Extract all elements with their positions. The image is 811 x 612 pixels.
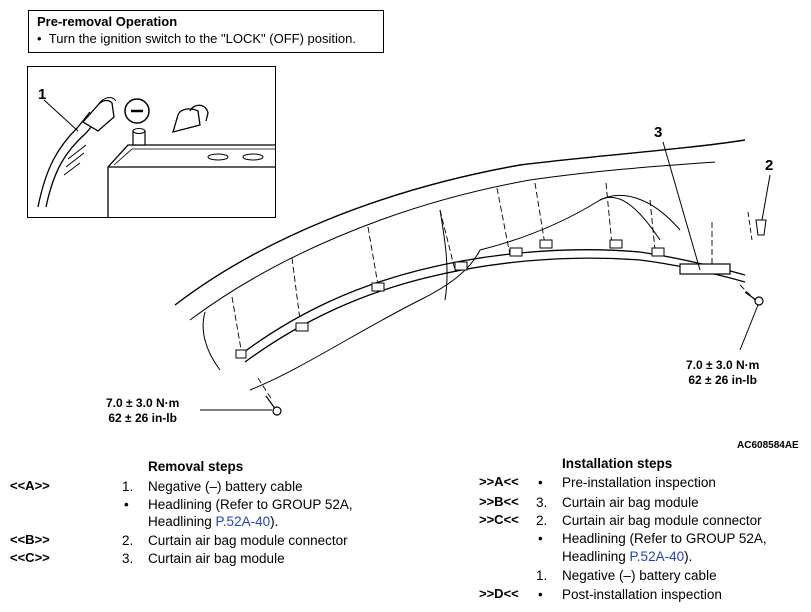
figure-code: AC608584AE [737, 440, 799, 451]
install-step-text: Curtain air bag module [562, 495, 699, 510]
curtain-airbag-illustration [174, 139, 771, 416]
removal-code-c: <<C>> [10, 550, 50, 565]
install-step-text: Negative (–) battery cable [562, 568, 717, 583]
bullet: • [37, 31, 42, 46]
battery-inset [27, 66, 276, 218]
removal-code-b: <<B>> [10, 532, 50, 547]
install-code-a: >>A<< [479, 474, 519, 489]
torque-inlb: 62 ± 26 in-lb [688, 373, 757, 387]
pre-removal-box: Pre-removal Operation • Turn the ignitio… [28, 10, 384, 53]
closing-text: ). [270, 514, 279, 529]
pre-removal-instruction: • Turn the ignition switch to the "LOCK"… [37, 30, 375, 47]
removal-step-text: Headlining (Refer to GROUP 52A, [148, 497, 353, 512]
torque-inlb: 62 ± 26 in-lb [108, 411, 177, 425]
install-bullet: • [538, 531, 543, 546]
install-bullet: • [538, 587, 543, 602]
install-code-c: >>C<< [479, 512, 519, 527]
pre-removal-title: Pre-removal Operation [37, 14, 178, 29]
closing-text: ). [684, 549, 693, 564]
battery-illustration [37, 97, 275, 217]
reference-link[interactable]: P.52A-40 [629, 549, 685, 564]
install-num: 3. [536, 495, 548, 510]
pre-removal-text: Turn the ignition switch to the "LOCK" (… [48, 31, 356, 46]
removal-step-text: Curtain air bag module [148, 551, 285, 566]
install-step-text: Curtain air bag module connector [562, 513, 762, 528]
removal-num: 3. [122, 551, 134, 566]
torque-nm: 7.0 ± 3.0 N·m [686, 358, 760, 372]
install-bullet: • [538, 475, 543, 490]
headlining-text: Headlining [562, 549, 630, 564]
removal-title: Removal steps [148, 459, 244, 474]
removal-step-text-line2: Headlining P.52A-40). [148, 513, 278, 531]
torque-nm: 7.0 ± 3.0 N·m [106, 396, 180, 410]
removal-num: 1. [122, 479, 134, 494]
torque-spec-left: 7.0 ± 3.0 N·m 62 ± 26 in-lb [106, 396, 179, 426]
install-code-b: >>B<< [479, 494, 519, 509]
torque-spec-right: 7.0 ± 3.0 N·m 62 ± 26 in-lb [686, 358, 759, 388]
install-num: 2. [536, 513, 548, 528]
callout-1: 1 [38, 86, 47, 103]
removal-step-text: Curtain air bag module connector [148, 533, 348, 548]
callout-2: 2 [765, 157, 774, 174]
headlining-text: Headlining [148, 514, 216, 529]
removal-step-text: Negative (–) battery cable [148, 479, 303, 494]
reference-link[interactable]: P.52A-40 [215, 514, 271, 529]
callout-3: 3 [654, 124, 663, 141]
removal-num: 2. [122, 533, 134, 548]
install-step-text: Headlining (Refer to GROUP 52A, [562, 531, 767, 546]
figure-code-suffix: AE [784, 440, 799, 451]
removal-bullet: • [124, 497, 129, 512]
install-step-text: Post-installation inspection [562, 587, 722, 602]
removal-code-a: <<A>> [10, 478, 50, 493]
install-num: 1. [536, 568, 548, 583]
install-step-text: Pre-installation inspection [562, 475, 716, 490]
installation-title: Installation steps [562, 456, 673, 471]
figure-code-main: AC608584 [737, 440, 785, 451]
install-step-text-line2: Headlining P.52A-40). [562, 548, 692, 566]
install-code-d: >>D<< [479, 586, 519, 601]
